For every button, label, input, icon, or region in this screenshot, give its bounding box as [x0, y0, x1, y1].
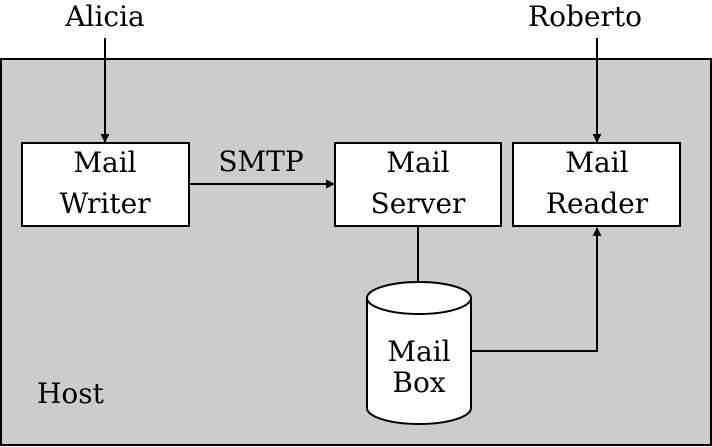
actor-alicia: Alicia — [64, 0, 144, 33]
mail-server-label-line1: Mail — [386, 146, 449, 179]
mail-box-label-line2: Box — [392, 366, 445, 399]
mail-reader-label-line1: Mail — [565, 146, 628, 179]
host-label: Host — [37, 377, 105, 410]
mail-writer-label-line2: Writer — [59, 187, 151, 220]
mail-writer-box: Mail Writer — [21, 142, 190, 227]
mail-box-label-line1: Mail — [387, 335, 450, 368]
host-container — [0, 58, 712, 446]
smtp-label: SMTP — [218, 145, 303, 178]
mail-reader-label-line2: Reader — [546, 187, 649, 220]
mail-server-box: Mail Server — [334, 142, 502, 227]
mail-server-label-line2: Server — [371, 187, 467, 220]
mail-box-cylinder: Mail Box — [366, 281, 472, 425]
arrow-mailbox-to-reader — [471, 227, 602, 352]
mail-writer-label-line1: Mail — [73, 146, 136, 179]
mail-reader-box: Mail Reader — [512, 142, 681, 227]
actor-roberto: Roberto — [528, 0, 642, 33]
